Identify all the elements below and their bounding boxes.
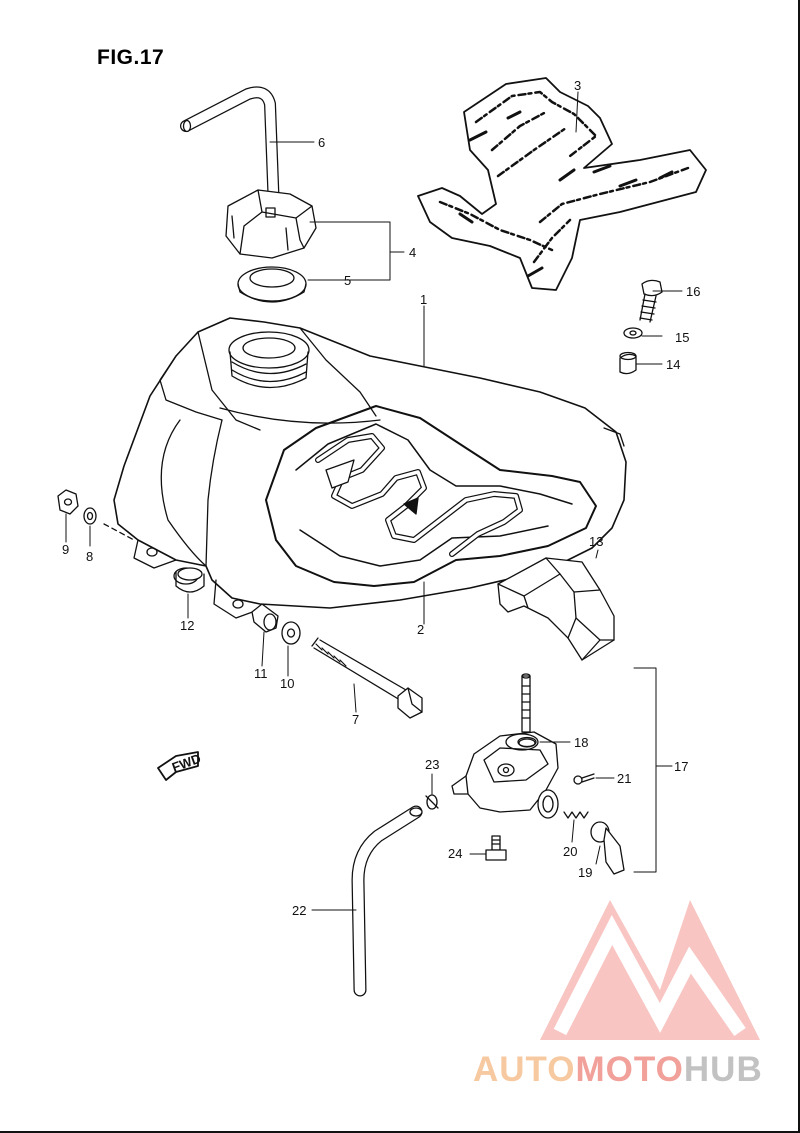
- brand-part-moto: MOTO: [575, 1050, 684, 1089]
- callout-2: 2: [417, 622, 424, 637]
- callout-10: 10: [280, 676, 294, 691]
- callout-16: 16: [686, 284, 700, 299]
- bolt-24: [485, 835, 507, 861]
- o-ring-18: [517, 736, 537, 748]
- bolt-16: [639, 279, 663, 323]
- nut-9: [57, 489, 79, 515]
- callout-18: 18: [574, 735, 588, 750]
- brand-part-hub: HUB: [683, 1050, 763, 1089]
- callout-20: 20: [563, 844, 577, 859]
- brand-part-auto: AUTO: [473, 1050, 576, 1089]
- collar-14: [619, 351, 637, 375]
- watermark-logo-icon: [540, 900, 760, 1040]
- callout-12: 12: [180, 618, 194, 633]
- callout-21: 21: [617, 771, 631, 786]
- callout-23: 23: [425, 757, 439, 772]
- fwd-arrow: [157, 751, 199, 781]
- tank-emblem: [417, 77, 707, 291]
- callout-14: 14: [666, 357, 680, 372]
- callout-22: 22: [292, 903, 306, 918]
- callout-8: 8: [86, 549, 93, 564]
- figure-title: FIG.17: [97, 46, 165, 69]
- callout-17: 17: [674, 759, 688, 774]
- cap-gasket: [237, 266, 307, 303]
- leader-lines: [65, 91, 683, 911]
- callout-4: 4: [409, 245, 416, 260]
- fuel-hose-22: [351, 805, 423, 997]
- filler-neck: [228, 331, 310, 389]
- callout-7: 7: [352, 712, 359, 727]
- callout-19: 19: [578, 865, 592, 880]
- washer-15: [623, 327, 643, 339]
- callout-6: 6: [318, 135, 325, 150]
- bracket-13: [497, 557, 615, 661]
- breather-hose: [180, 86, 280, 216]
- callout-15: 15: [675, 330, 689, 345]
- collar-11: [251, 603, 279, 633]
- callout-24: 24: [448, 846, 462, 861]
- callout-3: 3: [574, 78, 581, 93]
- clip-23: [425, 794, 439, 810]
- washer-8: [83, 507, 97, 525]
- watermark-brand: AUTOMOTOHUB: [473, 1050, 763, 1090]
- fuel-cock: [451, 673, 559, 819]
- fuel-cap: [225, 189, 317, 259]
- callout-9: 9: [62, 542, 69, 557]
- fuel-lever-19: [590, 821, 625, 875]
- callout-1: 1: [420, 292, 427, 307]
- spring-20: [563, 811, 589, 819]
- fwd-label: FWD: [170, 751, 203, 775]
- screw-21: [573, 773, 595, 785]
- callout-11: 11: [254, 666, 268, 681]
- tank-decal: [265, 405, 597, 587]
- bolt-7: [311, 637, 423, 719]
- grommet-12: [173, 567, 205, 593]
- washer-10: [281, 621, 301, 645]
- callout-13: 13: [589, 534, 603, 549]
- callout-5: 5: [344, 273, 351, 288]
